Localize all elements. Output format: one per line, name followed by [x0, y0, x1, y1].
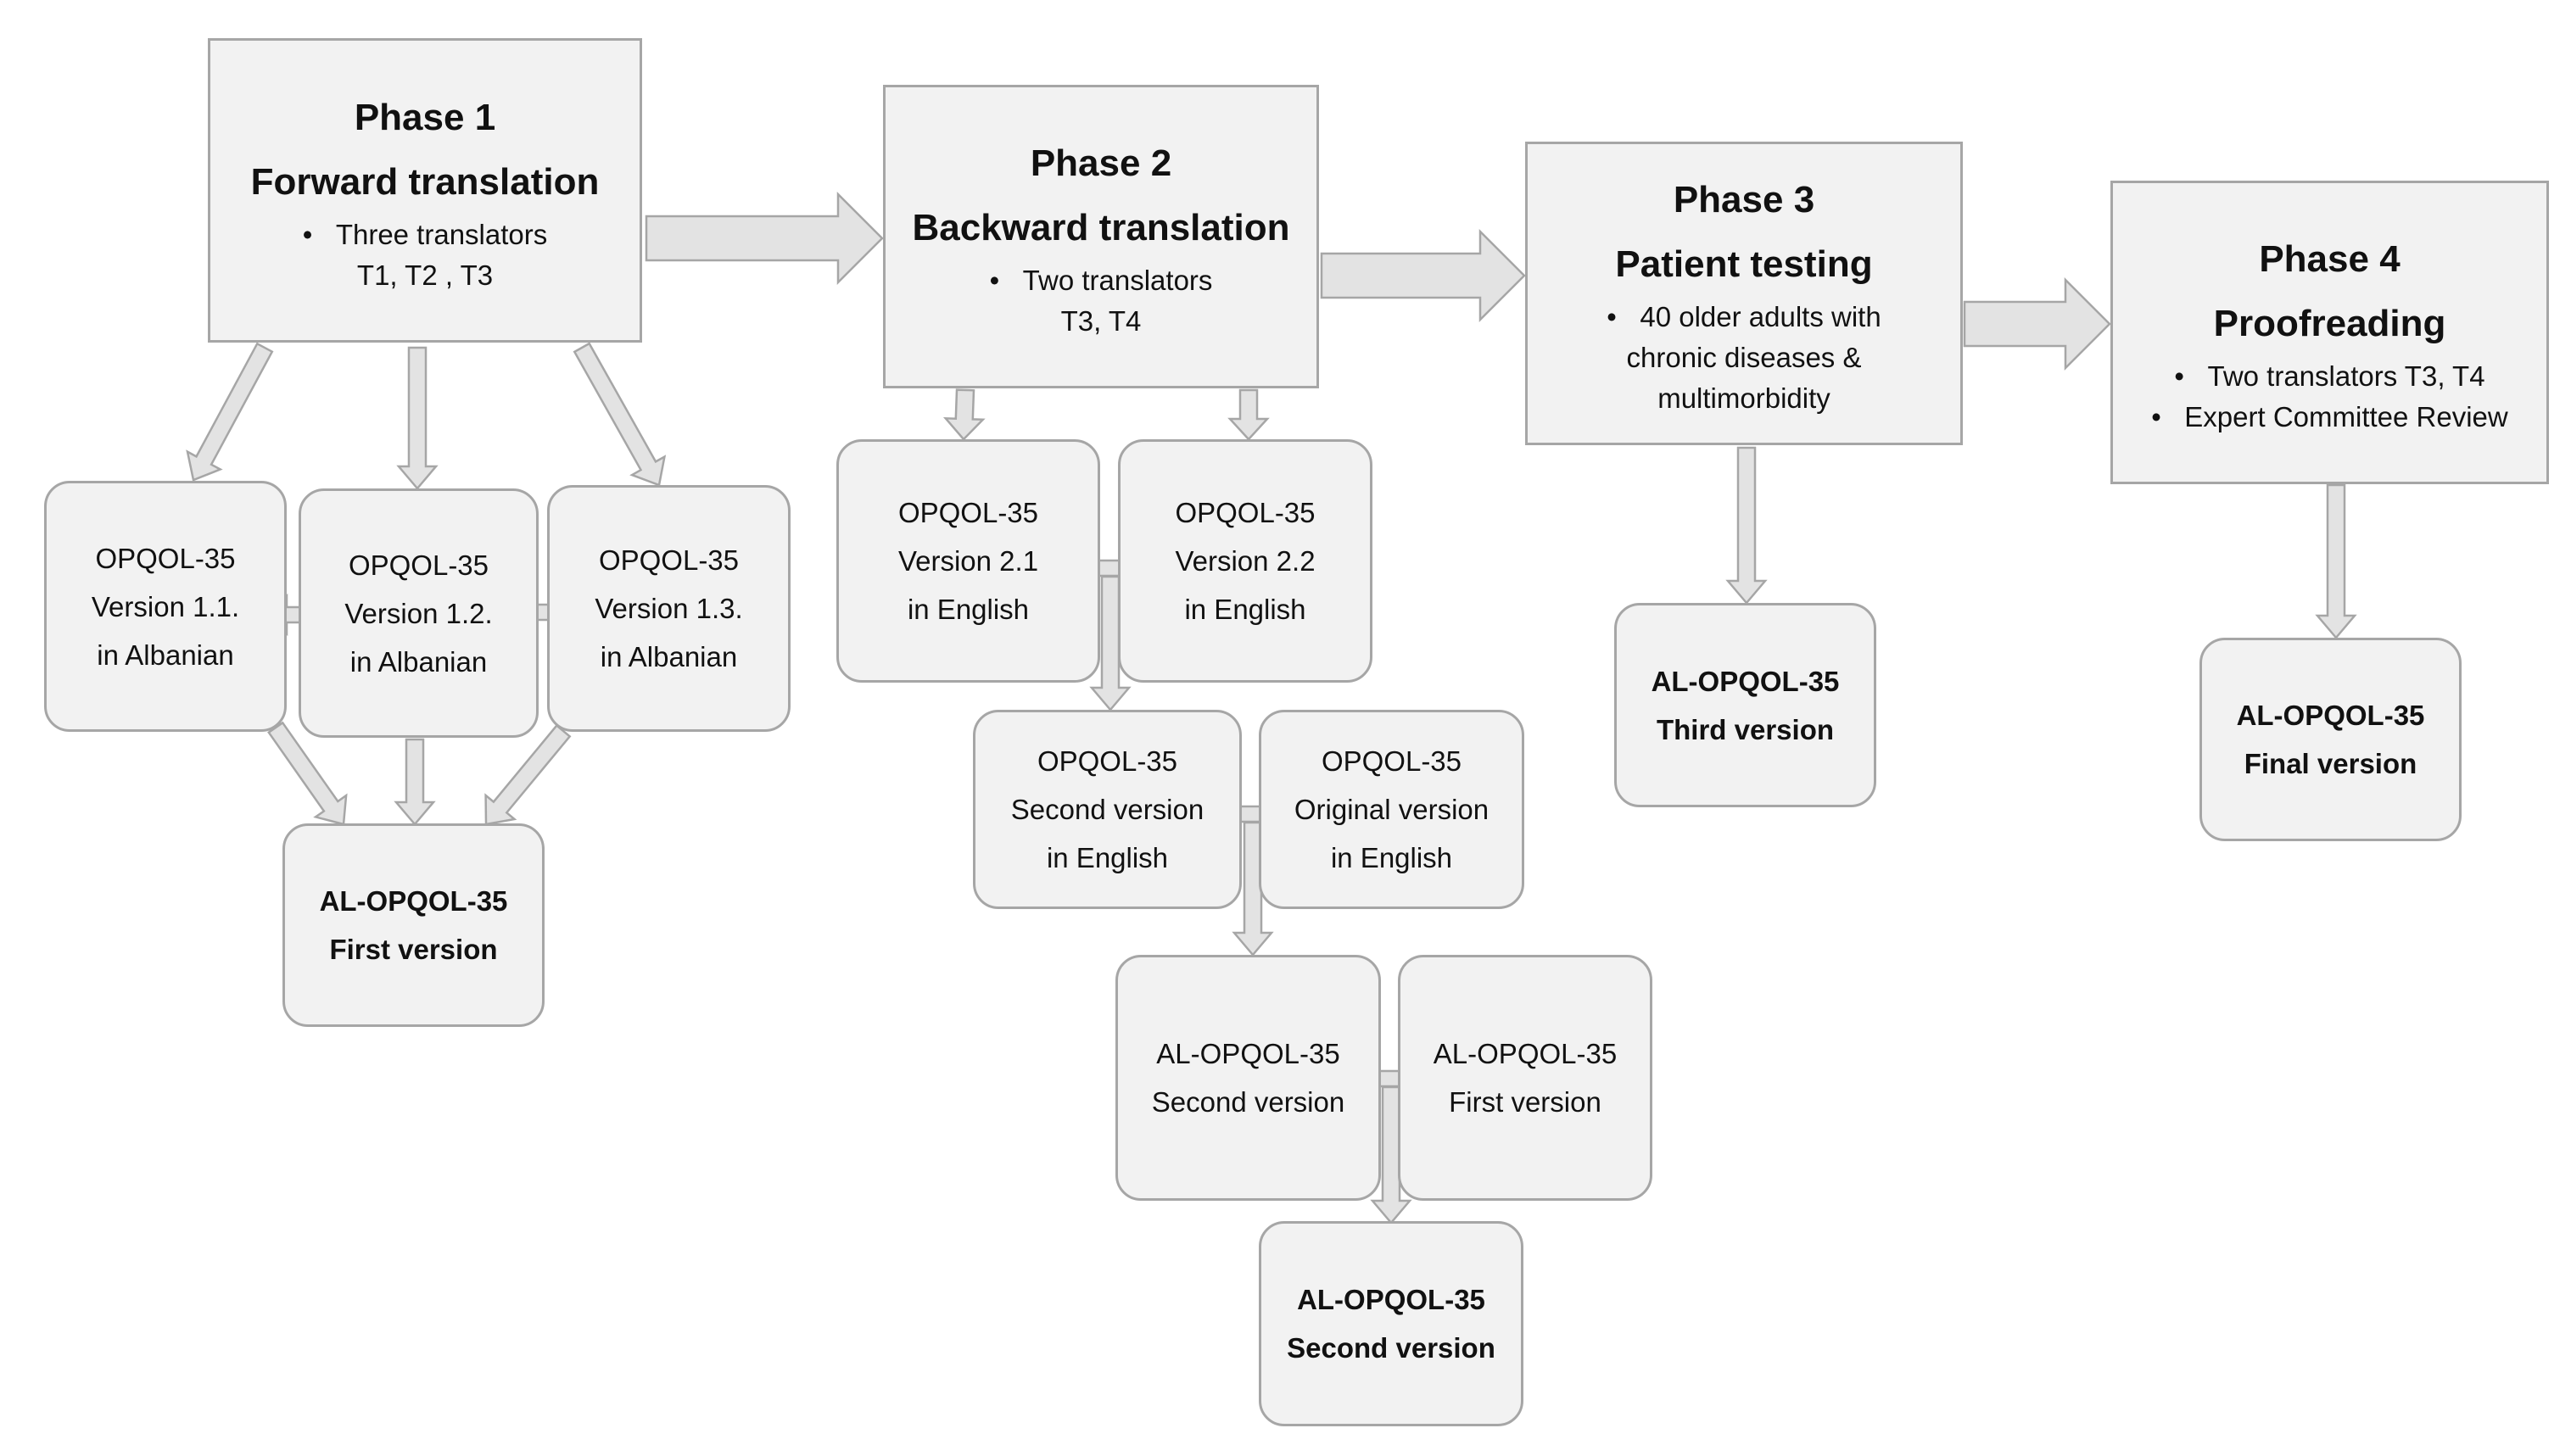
- node-line: Version 1.2.: [344, 597, 493, 629]
- node-second-version-english: OPQOL-35 Second version in English: [973, 710, 1242, 909]
- phase-3-detail-2: multimorbidity: [1657, 382, 1830, 414]
- node-line: OPQOL-35: [598, 544, 740, 576]
- node-line: in English: [1184, 594, 1306, 625]
- phase-1-bullet: • Three translators: [302, 218, 548, 250]
- node-line: Version 1.3.: [595, 593, 743, 624]
- node-al-first-version: AL-OPQOL-35 First version: [282, 823, 545, 1027]
- node-line: in Albanian: [97, 639, 234, 671]
- node-line: AL-OPQOL-35: [2236, 700, 2425, 731]
- node-al-first-version-compare: AL-OPQOL-35 First version: [1398, 955, 1652, 1201]
- phase-2-subtitle: Backward translation: [912, 207, 1290, 248]
- node-line: in Albanian: [600, 641, 738, 672]
- node-line: AL-OPQOL-35: [319, 885, 508, 917]
- phase-4-title: Phase 4: [2259, 238, 2401, 280]
- phase-4-down-arrow: [2315, 483, 2357, 639]
- node-line: OPQOL-35: [1321, 745, 1462, 777]
- phase-4-bullet-1: • Two translators T3, T4: [2174, 360, 2485, 392]
- phase-1-down-arrow-right: [573, 342, 667, 487]
- node-line: Final version: [2244, 748, 2417, 779]
- node-version-1-1: OPQOL-35 Version 1.1. in Albanian: [44, 481, 287, 732]
- phase-3-box: Phase 3 Patient testing • 40 older adult…: [1525, 142, 1963, 445]
- phase-1-down-arrow-center: [396, 346, 439, 490]
- node-line: Version 2.2: [1175, 545, 1316, 577]
- node-al-third-version: AL-OPQOL-35 Third version: [1614, 603, 1876, 807]
- node-line: First version: [1449, 1086, 1601, 1118]
- merge-arrow-right: [484, 723, 572, 826]
- node-al-second-version-compare: AL-OPQOL-35 Second version: [1115, 955, 1381, 1201]
- node-line: OPQOL-35: [1175, 497, 1316, 528]
- phase-4-bullet-2: • Expert Committee Review: [2151, 401, 2508, 432]
- node-line: OPQOL-35: [348, 549, 489, 581]
- node-line: in English: [1330, 842, 1453, 873]
- phase-2-box: Phase 2 Backward translation • Two trans…: [883, 85, 1319, 388]
- node-line: Original version: [1294, 794, 1490, 825]
- phase-4-box: Phase 4 Proofreading • Two translators T…: [2110, 181, 2549, 484]
- merge-arrow-center: [394, 738, 436, 826]
- node-line: AL-OPQOL-35: [1297, 1284, 1485, 1315]
- node-line: Third version: [1656, 713, 1835, 745]
- node-line: OPQOL-35: [897, 497, 1039, 528]
- node-line: AL-OPQOL-35: [1156, 1038, 1340, 1069]
- node-line: in English: [907, 594, 1030, 625]
- node-original-version-english: OPQOL-35 Original version in English: [1259, 710, 1524, 909]
- node-line: Version 1.1.: [91, 590, 240, 622]
- phase-1-subtitle: Forward translation: [250, 160, 600, 203]
- phase-1-box: Phase 1 Forward translation • Three tran…: [208, 38, 642, 343]
- node-line: Second version: [1287, 1332, 1495, 1364]
- node-version-2-1: OPQOL-35 Version 2.1 in English: [836, 439, 1100, 683]
- phase-3-down-arrow: [1725, 446, 1768, 605]
- merge-arrow-left: [267, 721, 348, 826]
- node-al-second-version: AL-OPQOL-35 Second version: [1259, 1221, 1523, 1426]
- phase-2-down-arrow-left: [942, 388, 986, 441]
- phase-3-to-4-arrow: [1963, 276, 2111, 371]
- phase-2-down-arrow-right: [1227, 388, 1270, 441]
- node-line: in Albanian: [349, 645, 488, 678]
- node-line: Second version: [1151, 1086, 1345, 1118]
- phase-3-title: Phase 3: [1673, 179, 1815, 220]
- node-line: AL-OPQOL-35: [1651, 665, 1840, 697]
- phase-3-detail-1: chronic diseases &: [1626, 342, 1862, 373]
- node-version-2-2: OPQOL-35 Version 2.2 in English: [1118, 439, 1372, 683]
- node-line: OPQOL-35: [1037, 745, 1178, 777]
- node-version-1-3: OPQOL-35 Version 1.3. in Albanian: [547, 485, 791, 732]
- phase-1-to-2-arrow: [645, 191, 884, 286]
- phase-2-title: Phase 2: [1030, 142, 1172, 184]
- node-line: AL-OPQOL-35: [1433, 1038, 1618, 1069]
- phase-2-bullet: • Two translators: [989, 265, 1213, 296]
- phase-2-detail: T3, T4: [1060, 305, 1142, 337]
- phase-1-title: Phase 1: [354, 96, 496, 138]
- phase-2-to-3-arrow: [1320, 228, 1526, 323]
- phase-1-detail: T1, T2 , T3: [356, 259, 494, 291]
- phase-3-subtitle: Patient testing: [1615, 243, 1873, 285]
- node-version-1-2: OPQOL-35 Version 1.2. in Albanian: [299, 488, 539, 738]
- node-line: Second version: [1010, 794, 1204, 825]
- phase-4-subtitle: Proofreading: [2213, 303, 2446, 344]
- node-al-final-version: AL-OPQOL-35 Final version: [2199, 638, 2462, 841]
- node-line: First version: [329, 934, 498, 965]
- phase-1-down-arrow-left: [186, 342, 274, 482]
- node-line: in English: [1046, 842, 1169, 873]
- node-line: OPQOL-35: [95, 542, 236, 574]
- node-line: Version 2.1: [897, 545, 1039, 577]
- phase-3-bullet: • 40 older adults with: [1607, 301, 1881, 332]
